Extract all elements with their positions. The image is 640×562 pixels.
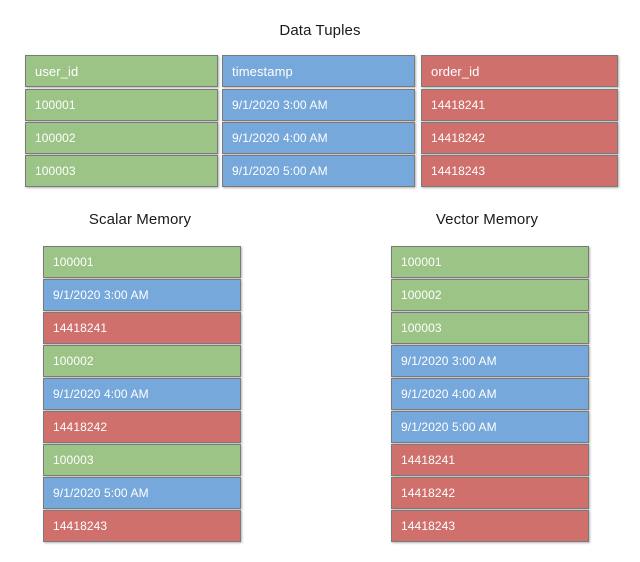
data-tuples-title: Data Tuples: [279, 22, 361, 39]
vector-memory-slot: 14418241: [391, 444, 589, 476]
table-cell-user-id: 100001: [25, 89, 218, 121]
table-cell-user-id: 100003: [25, 155, 218, 187]
vector-memory-slot: 100001: [391, 246, 589, 278]
table-cell-timestamp: 9/1/2020 3:00 AM: [222, 89, 415, 121]
vector-memory-slot: 9/1/2020 3:00 AM: [391, 345, 589, 377]
table-cell-order-id: 14418241: [421, 89, 618, 121]
vector-memory-slot: 100002: [391, 279, 589, 311]
table-cell-timestamp: 9/1/2020 5:00 AM: [222, 155, 415, 187]
scalar-memory-slot: 9/1/2020 5:00 AM: [43, 477, 241, 509]
scalar-memory-title: Scalar Memory: [88, 211, 192, 228]
table-cell-user-id: 100002: [25, 122, 218, 154]
table-cell-timestamp: 9/1/2020 4:00 AM: [222, 122, 415, 154]
scalar-memory-slot: 14418243: [43, 510, 241, 542]
table-header-user-id: user_id: [25, 55, 218, 87]
scalar-memory-slot: 14418241: [43, 312, 241, 344]
table-column-user-id: user_id 100001 100002 100003: [25, 55, 218, 188]
vector-memory-slot: 9/1/2020 5:00 AM: [391, 411, 589, 443]
table-cell-order-id: 14418242: [421, 122, 618, 154]
vector-memory-slot: 14418242: [391, 477, 589, 509]
vector-memory-title: Vector Memory: [435, 211, 539, 228]
data-tuples-table: user_id 100001 100002 100003 timestamp 9…: [25, 55, 618, 188]
scalar-memory-slot: 100003: [43, 444, 241, 476]
table-cell-order-id: 14418243: [421, 155, 618, 187]
scalar-memory-slot: 9/1/2020 4:00 AM: [43, 378, 241, 410]
vector-memory-slot: 14418243: [391, 510, 589, 542]
table-column-timestamp: timestamp 9/1/2020 3:00 AM 9/1/2020 4:00…: [222, 55, 415, 188]
scalar-memory-slot: 9/1/2020 3:00 AM: [43, 279, 241, 311]
scalar-memory-slot: 100002: [43, 345, 241, 377]
scalar-memory-slot: 14418242: [43, 411, 241, 443]
scalar-memory-slot: 100001: [43, 246, 241, 278]
table-header-timestamp: timestamp: [222, 55, 415, 87]
table-column-order-id: order_id 14418241 14418242 14418243: [421, 55, 618, 188]
vector-memory-slot: 9/1/2020 4:00 AM: [391, 378, 589, 410]
table-header-order-id: order_id: [421, 55, 618, 87]
vector-memory-slot: 100003: [391, 312, 589, 344]
